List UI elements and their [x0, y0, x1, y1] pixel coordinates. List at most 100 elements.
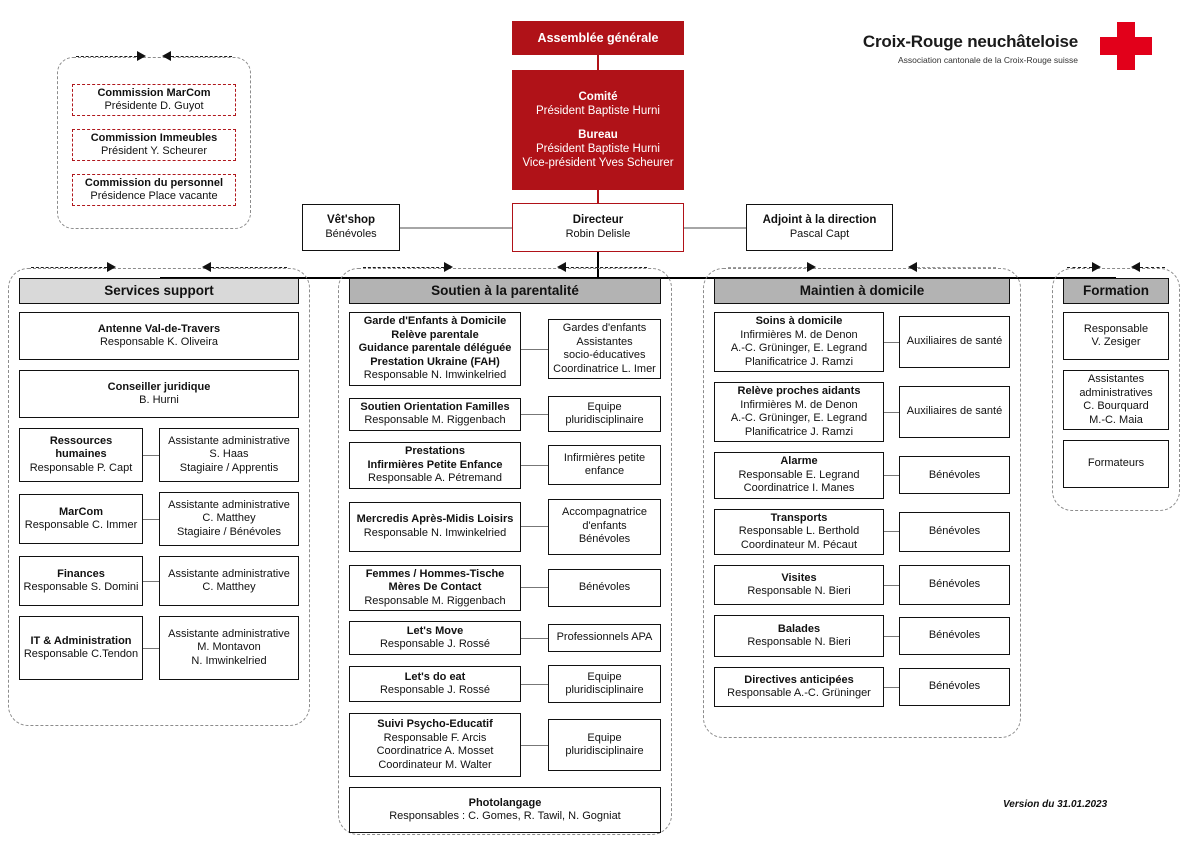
org-node-benevoles: Bénévoles — [899, 511, 1010, 552]
node-text-line: Responsable N. Bieri — [747, 636, 851, 648]
node-text-line: Assistante administrative — [168, 567, 290, 580]
node-title-line: Finances — [57, 567, 105, 580]
node-title-line: Let's Move — [406, 624, 464, 637]
node-subtitle: Pascal Capt — [789, 227, 850, 240]
pair-connector-line — [884, 686, 899, 688]
node-title-line: Prestation Ukraine (FAH) — [370, 355, 500, 368]
node-text-line: Responsable N. Imwinkelried — [363, 526, 507, 539]
version-label: Version du 31.01.2023 — [1003, 799, 1108, 810]
pair-connector-line — [143, 580, 159, 582]
node-text-line: socio-éducatives — [563, 349, 646, 361]
node-text-line: Assistantes — [576, 335, 633, 348]
group-title: Comité — [578, 91, 618, 103]
flow-arrow-right-icon — [728, 262, 816, 274]
column-header-maintien-a-domicile: Maintien à domicile — [714, 278, 1010, 304]
node-text-line: Responsable P. Capt — [29, 461, 133, 474]
node-text-line: Stagiaire / Bénévoles — [177, 525, 281, 538]
group-line: Président Baptiste Hurni — [535, 105, 660, 117]
node-text-line: Responsable — [1083, 322, 1149, 335]
node-title-line: Garde d'Enfants à Domicile — [363, 315, 507, 328]
node-text-line: A.-C. Grüninger, E. Legrand — [730, 342, 868, 354]
node-text-line: Assistantes — [1087, 373, 1145, 385]
node-text-line: Responsable J. Rossé — [379, 638, 491, 650]
pair-connector-line — [884, 474, 899, 476]
node-text-line: Responsable M. Riggenbach — [364, 594, 506, 607]
node-text-line: pluridisciplinaire — [565, 745, 644, 757]
node-text-line: Responsable N. Bieri — [747, 585, 851, 597]
node-text-line: Bénévoles — [928, 629, 981, 642]
node-title-line: Visites — [781, 571, 817, 584]
node-text-line: C. Matthey — [202, 581, 256, 593]
node-adjoint-direction: Adjoint à la direction Pascal Capt — [746, 204, 893, 251]
node-title-line: Relève proches aidants — [737, 385, 861, 397]
column-header-services-support: Services support — [19, 278, 299, 304]
node-text-line: Bénévoles — [928, 525, 981, 537]
pair-connector-line — [884, 584, 899, 586]
org-node-benevoles: Bénévoles — [548, 568, 661, 607]
node-title-line: Photolangage — [468, 796, 542, 809]
node-text-line: V. Zesiger — [1091, 336, 1141, 348]
org-node-formateurs: Formateurs — [1063, 440, 1169, 488]
logo-title: Croix-Rouge neuchâteloise — [862, 32, 1078, 51]
node-text-line: d'enfants — [582, 519, 627, 532]
node-text-line: Bénévoles — [578, 581, 631, 593]
org-node-benevoles: Bénévoles — [899, 668, 1010, 706]
pair-connector-line — [521, 637, 548, 639]
node-title-line: Prestations — [405, 445, 465, 457]
node-text-line: Coordinatrice L. Imer — [553, 362, 656, 375]
node-title-line: Transports — [770, 511, 828, 524]
org-node-auxiliaires-de-sante: Auxiliaires de santé — [899, 386, 1010, 438]
node-text-line: Responsable L. Berthold — [738, 525, 860, 537]
node-title-line: Infirmières Petite Enfance — [367, 458, 503, 471]
node-text-line: Coordinatrice I. Manes — [743, 482, 855, 494]
pair-connector-line — [884, 635, 899, 637]
node-text-line: Responsable M. Riggenbach — [364, 414, 506, 426]
node-text-line: Bénévoles — [928, 578, 981, 591]
node-text-line: S. Haas — [209, 448, 249, 461]
node-title-line: humaines — [55, 448, 107, 461]
connector-line — [597, 55, 599, 70]
node-text-line: Infirmières petite — [563, 451, 646, 464]
node-title-line: Soins à domicile — [755, 315, 843, 327]
node-text-line: A.-C. Grüninger, E. Legrand — [730, 412, 868, 424]
node-subtitle: Bénévoles — [325, 227, 377, 240]
pair-connector-line — [521, 587, 548, 589]
pair-connector-line — [521, 348, 548, 350]
org-node-professionnels-apa: Professionnels APA — [548, 624, 661, 652]
node-title-line: Mercredis Après-Midis Loisirs — [356, 513, 514, 525]
node-title-line: Relève parentale — [391, 328, 479, 341]
pair-connector-line — [884, 531, 899, 533]
